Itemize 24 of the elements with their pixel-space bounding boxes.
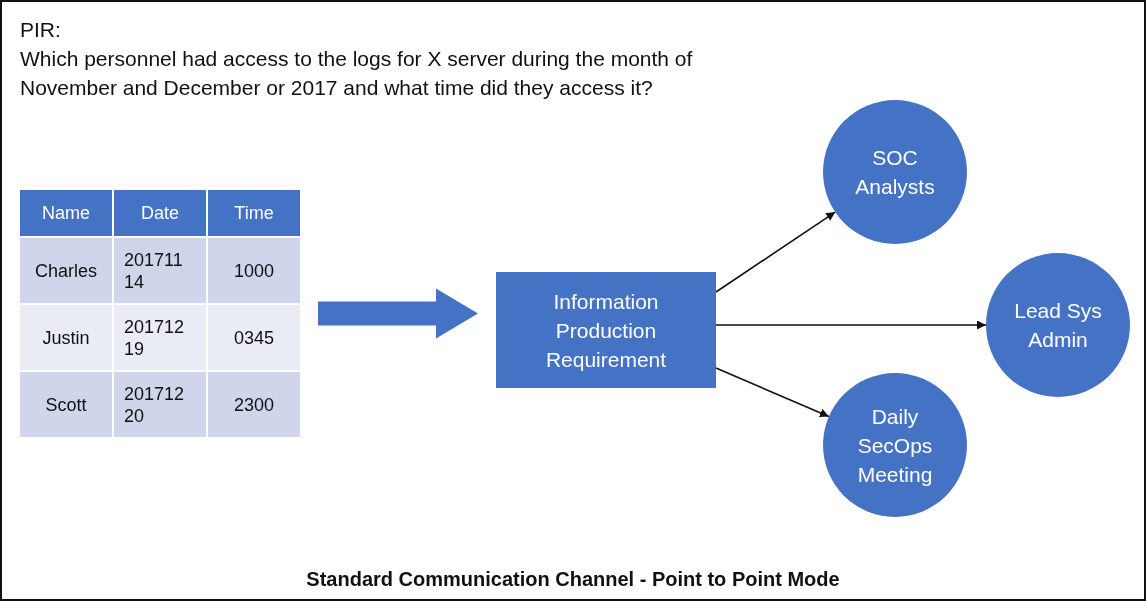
- arrow: [715, 367, 830, 418]
- data-table: [20, 190, 300, 437]
- table-cell: Charles: [20, 238, 112, 303]
- header-cell: Name: [20, 190, 112, 236]
- arrow: [715, 320, 987, 330]
- table-cell: Justin: [20, 305, 112, 370]
- table-cell: 1000: [208, 238, 300, 303]
- header-cell: Date: [114, 190, 206, 236]
- arrow: [715, 211, 836, 293]
- question-text: Which personnel had access to the logs for X server during the month of November and December or 2017 and what time did they access it?: [20, 46, 694, 101]
- audience-circle: Lead Sys Admin: [986, 253, 1130, 397]
- caption: Standard Communication Channel - Point to Point Mode: [306, 568, 840, 591]
- table-cell: 201711 14: [114, 238, 206, 303]
- table-cell: 201712 19: [114, 305, 206, 370]
- table-cell: 0345: [208, 305, 300, 370]
- table-cell: 201712 20: [114, 372, 206, 437]
- header-cell: Time: [208, 190, 300, 236]
- heading-text: PIR:: [20, 17, 62, 43]
- process-box: Information Production Requirement: [496, 272, 716, 388]
- audience-circle: SOC Analysts: [823, 100, 967, 244]
- table-cell: Scott: [20, 372, 112, 437]
- table-cell: 2300: [208, 372, 300, 437]
- block-arrow: [318, 288, 478, 339]
- audience-circle: Daily SecOps Meeting: [823, 373, 967, 517]
